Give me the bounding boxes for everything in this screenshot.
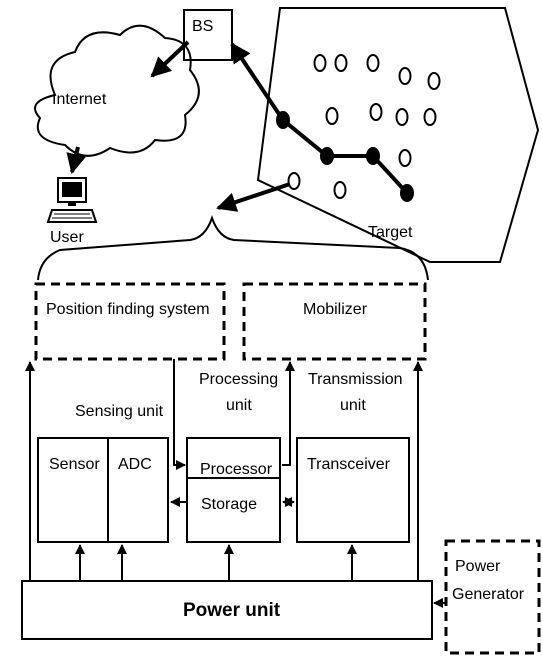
processor-to-mobilizer-arrow [282,361,295,466]
sensor-label: Sensor [49,456,100,473]
power-generator-box [444,539,541,655]
power-unit-box [21,580,433,640]
node-expansion-brace [37,214,429,281]
sensor-field [256,7,540,263]
mobilizer-box [242,282,427,361]
processing-unit-label-line2: unit [226,397,252,414]
processor-label: Processor [200,461,273,478]
power-generator-label-line2: Generator [452,586,525,603]
bs-label: BS [192,18,213,35]
mobilizer-label: Mobilizer [303,301,368,318]
transmission-unit-label-line1: Transmission [308,371,403,388]
position-to-processor-arrow [173,359,186,470]
target-label: Target [368,224,413,241]
sensing-unit-box [37,437,169,543]
base-station-box [183,9,233,61]
position-finding-system-box [34,282,226,361]
transmission-unit-label-line2: unit [340,397,366,414]
sensor-nodes-filled [276,111,414,202]
transceiver-box [296,437,410,543]
bs-to-internet-arrow [150,40,190,78]
power-distribution-arrows [25,361,423,581]
position-finding-system-label: Position finding system [46,301,210,318]
storage-box [186,477,281,543]
power-unit-label: Power unit [183,600,281,621]
computer-icon [46,177,98,223]
internet-to-user-arrow [66,146,86,174]
transceiver-label: Transceiver [307,456,391,473]
sensor-nodes-open [287,54,441,199]
processing-unit-label-line1: Processing [199,371,278,388]
storage-label: Storage [201,496,257,513]
power-generator-label-line1: Power [455,558,501,575]
sensing-unit-label: Sensing unit [75,403,164,420]
internet-label: Internet [52,91,107,108]
adc-label: ADC [118,456,152,473]
user-label: User [50,229,84,246]
internet-cloud [34,24,200,157]
node-zoom-arrow [216,182,291,212]
